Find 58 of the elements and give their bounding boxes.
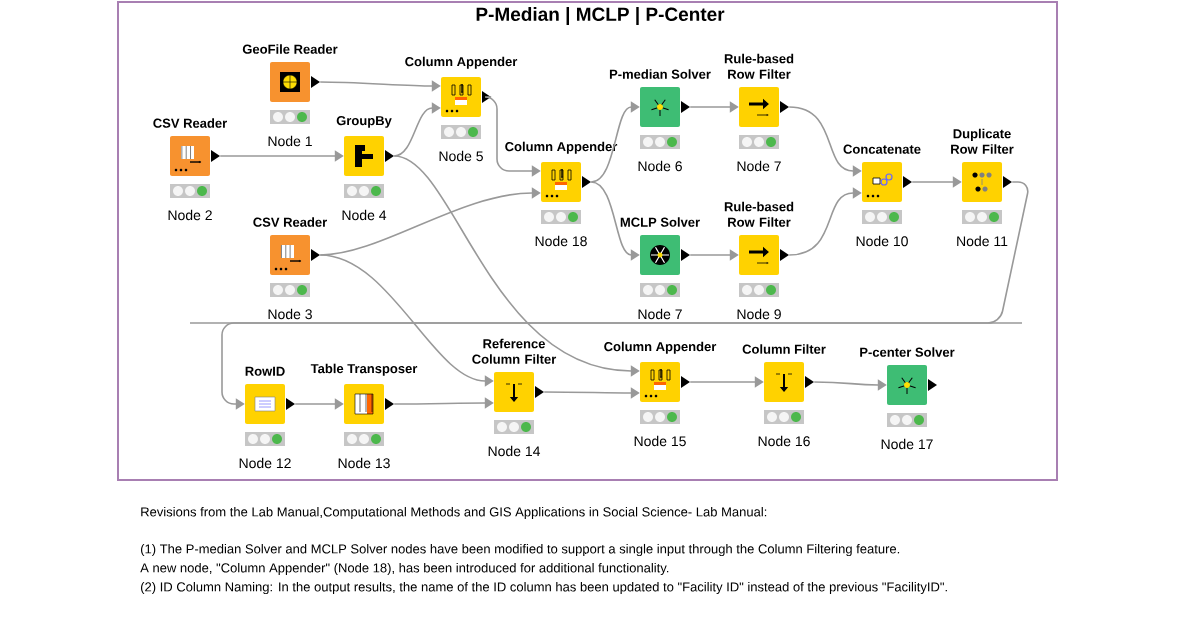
node-label: Node 15 bbox=[634, 435, 686, 447]
connector-arrow bbox=[484, 96, 541, 177]
connector-arrow bbox=[543, 387, 640, 399]
node-title: P-center Solver bbox=[860, 347, 955, 357]
connector-arrow bbox=[911, 176, 962, 188]
node-title: Table Transposer bbox=[310, 363, 418, 376]
note-text: A new node, "Column Appender" (Node 18), has been introduced for additional functionality. bbox=[140, 562, 669, 576]
node-title: Column Appender bbox=[405, 56, 518, 69]
connector-arrow bbox=[788, 106, 862, 177]
connector-arrow bbox=[689, 376, 764, 388]
node-label: Node 5 bbox=[439, 150, 483, 162]
node-title: Duplicate Row Filter bbox=[951, 128, 1014, 154]
node-title: Concatenate bbox=[843, 144, 921, 154]
node-title: Rule-based Row Filter bbox=[724, 201, 794, 227]
note-text: (2) ID Column Naming: In the output results, the name of the ID column has been updated to "Facility ID" instead of the previous "FacilityID". bbox=[141, 581, 947, 595]
node-label: Node 7 bbox=[638, 308, 682, 320]
node-label: Node 2 bbox=[168, 209, 212, 221]
node-label: Node 13 bbox=[338, 457, 390, 469]
node-title: Rule-based Row Filter bbox=[724, 53, 794, 79]
connector-arrow bbox=[788, 187, 862, 256]
connector-arrow bbox=[590, 101, 640, 183]
connector-arrow bbox=[319, 254, 494, 387]
node-label: Node 6 bbox=[638, 160, 682, 172]
node-label: Node 10 bbox=[856, 235, 908, 247]
connector-arrow bbox=[393, 155, 640, 377]
node-label: Node 14 bbox=[488, 445, 541, 457]
node-title: Column Filter bbox=[742, 344, 826, 354]
node-title: Column Appender bbox=[604, 341, 717, 354]
node-label: Node 1 bbox=[268, 135, 312, 147]
node-label: Node 7 bbox=[737, 160, 781, 172]
node-label: Node 12 bbox=[239, 457, 291, 469]
node-label: Node 9 bbox=[737, 308, 781, 320]
connector-arrow bbox=[294, 398, 344, 410]
node-title: CSV Reader bbox=[253, 217, 327, 227]
node-label: Node 3 bbox=[268, 308, 312, 320]
node-label: Node 11 bbox=[957, 235, 1008, 247]
node-title: MCLP Solver bbox=[620, 217, 700, 227]
node-title: Reference Column Filter bbox=[472, 338, 557, 364]
node-title: Column Appender bbox=[505, 141, 618, 154]
connector-arrow bbox=[319, 80, 441, 92]
connector-arrow bbox=[689, 249, 739, 261]
node-title: GroupBy bbox=[336, 116, 392, 128]
node-title: CSV Reader bbox=[153, 118, 227, 128]
note-text: Revisions from the Lab Manual,Computational Methods and GIS Applications in Social Science- Lab Manual: bbox=[141, 506, 767, 520]
node-label: Node 18 bbox=[535, 235, 587, 247]
node-title: GeoFile Reader bbox=[242, 44, 338, 54]
node-label: Node 16 bbox=[758, 435, 810, 447]
note-text: (1) The P-median Solver and MCLP Solver nodes have been modified to support a single input through the Column Filtering feature. bbox=[141, 543, 900, 557]
connector-arrow bbox=[689, 101, 739, 113]
connector-arrow bbox=[813, 379, 887, 391]
node-label: Node 4 bbox=[342, 209, 387, 221]
connector-arrow bbox=[393, 397, 494, 409]
node-label: Node 17 bbox=[881, 438, 933, 450]
node-title: RowID bbox=[245, 366, 285, 376]
connector-arrow bbox=[590, 181, 640, 261]
node-title: P-median Solver bbox=[609, 69, 711, 79]
connector-arrow bbox=[219, 150, 344, 162]
diagram-title: P-Median | MCLP | P-Center bbox=[476, 7, 725, 25]
